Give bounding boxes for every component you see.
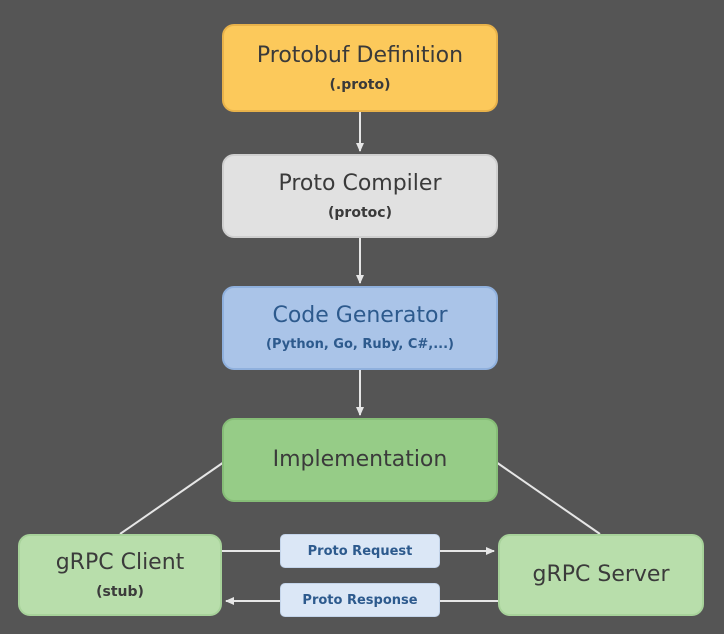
grpc-client-node: gRPC Client (stub)	[18, 534, 222, 616]
node-subtitle: (protoc)	[328, 205, 392, 221]
node-subtitle: (stub)	[96, 584, 144, 600]
node-title: gRPC Server	[532, 562, 670, 587]
protobuf-definition-node: Protobuf Definition (.proto)	[222, 24, 498, 112]
node-subtitle: (.proto)	[329, 77, 391, 93]
proto-response-label: Proto Response	[280, 583, 440, 617]
node-title: Implementation	[272, 447, 448, 472]
line-implementation-to-server	[495, 461, 601, 535]
line-implementation-to-client	[119, 461, 225, 535]
implementation-node: Implementation	[222, 418, 498, 502]
proto-request-label: Proto Request	[280, 534, 440, 568]
code-generator-node: Code Generator (Python, Go, Ruby, C#,...…	[222, 286, 498, 370]
proto-compiler-node: Proto Compiler (protoc)	[222, 154, 498, 238]
node-title: Proto Compiler	[278, 171, 442, 196]
node-title: Protobuf Definition	[256, 43, 464, 68]
node-title: Code Generator	[272, 303, 448, 328]
node-subtitle: (Python, Go, Ruby, C#,...)	[266, 337, 454, 352]
grpc-server-node: gRPC Server	[498, 534, 704, 616]
node-title: gRPC Client	[55, 550, 185, 575]
